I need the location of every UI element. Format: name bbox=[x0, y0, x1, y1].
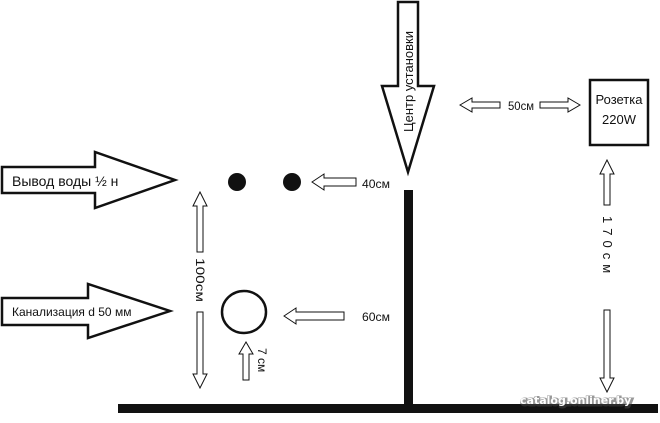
sewer-pipe-circle bbox=[220, 289, 268, 335]
dimension-arrow-60: 60см bbox=[283, 307, 390, 325]
center-post bbox=[404, 190, 413, 410]
dimension-arrow-170: 170см bbox=[599, 158, 615, 394]
water-outlet-label: Вывод воды ½ н bbox=[12, 173, 118, 189]
socket-box: Розетка 220W bbox=[588, 78, 650, 147]
dimension-50-label: 50см bbox=[508, 99, 534, 113]
watermark-text: catalog.onliner.by bbox=[520, 394, 631, 407]
dimension-40-label: 40см bbox=[362, 177, 390, 191]
water-outlet-dot-right bbox=[283, 173, 301, 191]
dimension-arrow-50: 50см bbox=[459, 97, 581, 113]
dimension-60-label: 60см bbox=[362, 310, 390, 324]
dimension-7-label: 7 см bbox=[255, 348, 269, 372]
watermark: catalog.onliner.by catalog.onliner.by bbox=[520, 394, 634, 410]
dimension-100-label: 100см bbox=[193, 258, 207, 302]
watermark-shadow: catalog.onliner.by bbox=[521, 395, 632, 408]
dimension-arrow-100: 100см bbox=[192, 190, 208, 390]
dimension-arrow-40: 40см bbox=[311, 173, 390, 191]
floor-line bbox=[118, 404, 658, 413]
sewer-arrow: Канализация d 50 мм bbox=[0, 282, 174, 340]
install-center-arrow: Центр установки bbox=[380, 0, 436, 177]
sewer-label: Канализация d 50 мм bbox=[12, 305, 131, 319]
dimension-170-label: 170см bbox=[600, 216, 615, 278]
socket-label-line1: Розетка bbox=[596, 92, 644, 107]
water-outlet-dot-left bbox=[228, 173, 246, 191]
dimension-arrow-7: 7 см bbox=[238, 341, 269, 381]
install-center-label: Центр установки bbox=[401, 31, 416, 132]
water-outlet-arrow: Вывод воды ½ н bbox=[0, 150, 179, 210]
socket-label-line2: 220W bbox=[602, 112, 637, 127]
